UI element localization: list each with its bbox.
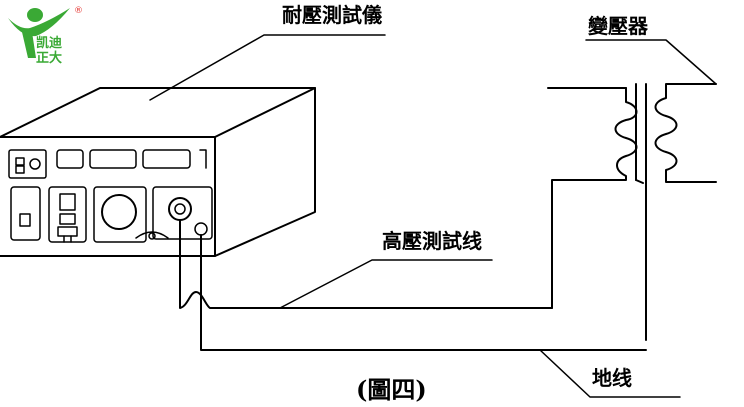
transformer-label: 變壓器 — [588, 14, 649, 38]
figure-caption: (圖四) — [356, 375, 427, 404]
hv-lead-leader-line — [279, 259, 493, 309]
ground-leader-line — [539, 349, 681, 398]
hv-lead-label: 高壓測試线 — [382, 229, 482, 253]
power-lamp-icon — [29, 158, 41, 170]
power-switch — [8, 149, 47, 179]
tester-leader-line — [149, 34, 386, 101]
voltage-knob-icon — [101, 194, 137, 230]
tester-label: 耐壓測試儀 — [282, 3, 382, 27]
logo-figure-head-icon — [27, 8, 43, 22]
tester-device — [0, 87, 316, 257]
display-window-1 — [56, 149, 84, 169]
logo-line1: 凯迪 — [36, 35, 62, 51]
meter-window-top — [59, 193, 76, 211]
power-switch-rocker-icon — [15, 157, 25, 166]
hv-test-lead — [179, 219, 553, 309]
meter-panel — [48, 186, 87, 243]
transformer-leader-line — [585, 39, 717, 85]
left-panel-button — [19, 213, 31, 227]
display-window-3 — [142, 149, 191, 169]
meter-window-bottom — [57, 226, 78, 237]
left-panel — [10, 186, 41, 241]
terminal-cap-icon — [135, 231, 169, 239]
power-switch-indicator-icon — [15, 165, 25, 174]
terminal-panel — [152, 186, 213, 240]
logo-line2: 正大 — [36, 50, 62, 66]
ground-lead — [200, 234, 647, 351]
logo-figure-body-icon — [22, 32, 36, 58]
ground-terminal-icon — [194, 222, 208, 236]
transformer — [547, 83, 717, 341]
logo-figure-arm-icon — [8, 8, 70, 37]
hv-terminal-inner-icon — [174, 203, 186, 215]
hv-terminal-outer-icon — [168, 197, 192, 221]
company-logo: 凯迪 正大 ® — [8, 6, 83, 66]
meter-window-mid — [59, 213, 76, 225]
knob-panel — [93, 186, 147, 243]
display-window-2 — [89, 149, 137, 169]
ground-label: 地线 — [592, 366, 632, 390]
registered-mark: ® — [74, 6, 83, 16]
